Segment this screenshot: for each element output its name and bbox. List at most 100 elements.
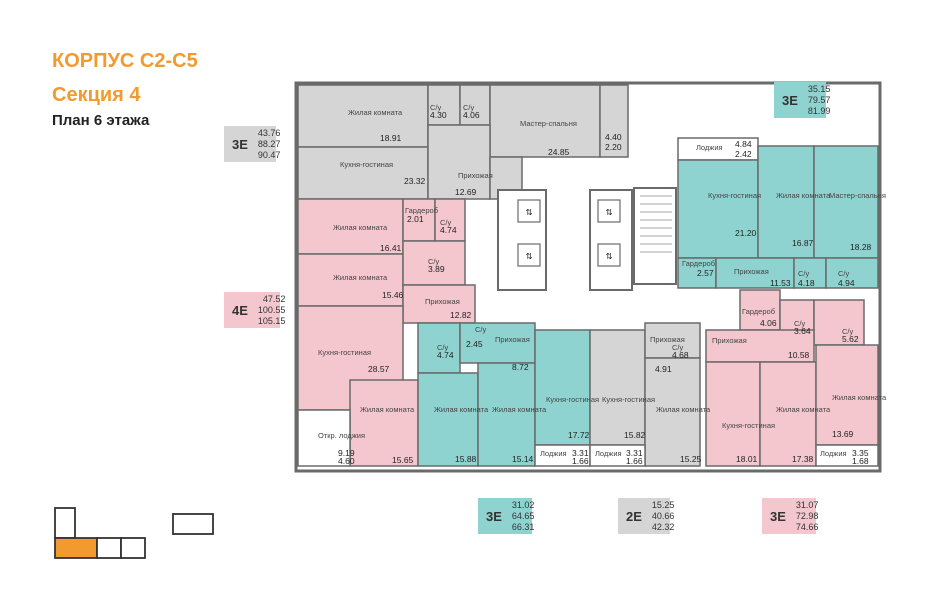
room-area: 2.42 [735,149,752,159]
apartment-pink-left[interactable] [297,198,476,467]
room-area: 4.30 [430,110,447,120]
building-core: ⇅ ⇅ ⇅ ⇅ [497,187,677,291]
room-area: 4.74 [437,350,454,360]
apartment-teal-right[interactable] [677,137,879,289]
room-area: 13.69 [832,429,854,439]
room-area: 3.35 [852,448,869,458]
room-label: Гардероб [742,307,775,316]
room-area: 16.41 [380,243,402,253]
room-label: Кухня-гостиная [546,395,599,404]
lift-icon: ⇅ [525,207,532,217]
room-label: Жилая комната [434,405,489,414]
section-key-plan [54,507,214,559]
room-area: 4.84 [735,139,752,149]
room-area: 11.53 [770,278,791,288]
lift-icon: ⇅ [525,251,532,261]
room-label: Жилая комната [360,405,415,414]
room-label: Прихожая [495,335,530,344]
room-label: Мастер-спальня [520,119,577,128]
room-label: Жилая комната [776,405,831,414]
room-area: 2.57 [697,268,714,278]
room-area: 4.18 [798,278,815,288]
room-area: 16.87 [792,238,814,248]
room-label: С/у [798,269,810,278]
room-area: 28.57 [368,364,390,374]
room-area: 12.69 [455,187,477,197]
room-label: Кухня-гостиная [602,395,655,404]
room-label: С/у [430,103,442,112]
room-area: 18.91 [380,133,402,143]
room-area: 15.46 [382,290,404,300]
room-area: 5.62 [842,334,859,344]
room-area: 4.91 [655,364,672,374]
room-label: Гардероб [682,259,715,268]
room-area: 1.66 [572,456,589,466]
apartment-grey-bottom[interactable] [589,322,701,467]
section-title: Секция 4 [52,84,141,106]
room-labels: Жилая комната 18.91 С/у 4.30 С/у 4.06 Ма… [318,103,887,466]
room-label: С/у [794,319,806,328]
room-label: Лоджия [595,449,622,458]
room-area: 15.82 [624,430,646,440]
apartment-teal-bottom[interactable] [417,322,591,467]
room-label: Жилая комната [492,405,547,414]
room-label: Кухня-гостиная [708,191,761,200]
room-area: 1.68 [852,456,869,466]
room-area: 2.45 [466,339,483,349]
apartment-pink-right[interactable] [705,289,879,467]
room-label: Жилая комната [832,393,887,402]
room-label: Откр. лоджия [318,431,365,440]
room-area: 17.72 [568,430,590,440]
stairs-icon [640,195,672,253]
room-area: 15.65 [392,455,414,465]
floor-title: План 6 этажа [52,112,150,129]
room-area: 10.58 [788,350,810,360]
room-area: 18.28 [850,242,872,252]
room-label: Прихожая [650,335,685,344]
room-label: Лоджия [820,449,847,458]
room-label: С/у [838,269,850,278]
lift-icon: ⇅ [605,207,612,217]
room-label: Прихожая [458,171,493,180]
room-area: 8.72 [512,362,529,372]
room-area: 2.01 [407,214,424,224]
room-label: Мастер-спальня [829,191,886,200]
room-label: С/у [428,257,440,266]
room-area: 4.60 [338,456,355,466]
room-label: Лоджия [696,143,723,152]
room-label: Жилая комната [656,405,711,414]
room-label: С/у [475,325,487,334]
room-label: Лоджия [540,449,567,458]
apartment-grey-top[interactable] [297,84,629,200]
room-area: 12.82 [450,310,472,320]
room-label: С/у [463,103,475,112]
room-label: С/у [440,218,452,227]
lift-icon: ⇅ [605,251,612,261]
room-area: 3.89 [428,264,445,274]
room-label: Кухня-гостиная [340,160,393,169]
room-area: 4.40 [605,132,622,142]
room-area: 9.19 [338,448,355,458]
room-area: 15.25 [680,454,702,464]
room-label: Прихожая [734,267,769,276]
room-area: 3.31 [572,448,589,458]
room-area: 4.94 [838,278,855,288]
room-label: Жилая комната [348,108,403,117]
room-area: 2.20 [605,142,622,152]
room-area: 4.74 [440,225,457,235]
room-label: Кухня-гостиная [722,421,775,430]
room-area: 24.85 [548,147,570,157]
room-label: Жилая комната [333,223,388,232]
room-area: 15.14 [512,454,534,464]
room-label: Гардероб [405,206,438,215]
room-area: 23.32 [404,176,426,186]
room-label: Жилая комната [333,273,388,282]
room-area: 15.88 [455,454,477,464]
